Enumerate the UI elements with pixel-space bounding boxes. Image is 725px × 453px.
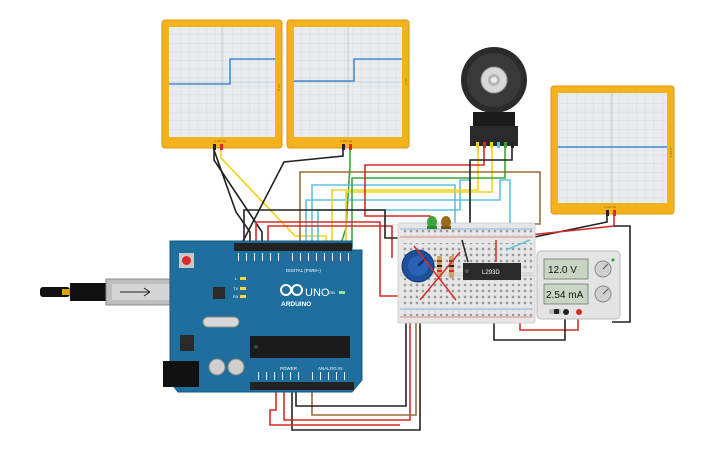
led-orange[interactable] — [441, 216, 451, 229]
power-supply[interactable]: 12.0 V 2.54 mA — [536, 250, 621, 320]
current-knob[interactable] — [594, 285, 612, 303]
oscilloscope-2-scale-label: 10 V — [404, 78, 408, 86]
power-jack[interactable] — [163, 361, 199, 387]
digital-label: DIGITAL (PWM~) — [286, 268, 321, 273]
oscilloscope-2-time-label: 1.00 ms — [340, 139, 353, 143]
l-led — [240, 277, 246, 280]
arduino-logo-icon — [280, 284, 303, 296]
usb-cable — [40, 278, 177, 306]
oscilloscope-1-terminal-pos[interactable] — [220, 144, 223, 150]
digital-header[interactable] — [234, 243, 352, 251]
oscilloscope-1-trace — [169, 58, 275, 85]
motor-connector — [473, 112, 515, 126]
oscilloscope-3-time-label: 1.00 ms — [604, 205, 617, 209]
breadboard-jumpers — [413, 239, 531, 301]
power-analog-header[interactable] — [250, 382, 354, 390]
usb-chip — [213, 287, 225, 299]
wires — [213, 148, 631, 431]
header-pin-marks — [238, 253, 349, 380]
negative-terminal[interactable] — [563, 309, 569, 315]
oscilloscope-1-scale-label: 10 V — [277, 84, 281, 92]
resistor-1[interactable] — [437, 256, 442, 278]
model-label: UNO — [305, 287, 330, 299]
current-display — [543, 283, 589, 305]
voltage-readout: 12.0 V — [548, 265, 577, 276]
capacitor-1 — [208, 358, 226, 376]
l-label: L — [235, 276, 238, 281]
oscilloscope-2[interactable]: 10 V 1.00 ms — [286, 19, 410, 150]
led-green[interactable] — [427, 216, 437, 229]
rx-label: RX — [233, 294, 239, 299]
arduino-uno[interactable]: DIGITAL (PWM~) ARDUINO UNO ON TX RX L PO… — [40, 240, 363, 393]
reset-button[interactable] — [179, 253, 194, 268]
oscilloscope-1-time-label: 1.00 ms — [214, 139, 227, 143]
capacitor-2 — [227, 358, 245, 376]
power-indicator — [611, 258, 615, 262]
tx-label: TX — [233, 286, 238, 291]
oscilloscope-2-trace — [294, 58, 402, 82]
ic-label: L293D — [482, 270, 500, 276]
rx-led — [240, 295, 246, 298]
voltage-regulator — [180, 335, 194, 351]
oscilloscope-1[interactable]: 10 V 1.00 ms — [161, 19, 283, 150]
current-readout: 2.54 mA — [546, 290, 584, 301]
atmega-chip — [250, 336, 350, 358]
oscilloscope-1-terminal-neg[interactable] — [213, 144, 216, 150]
crystal — [202, 316, 240, 328]
oscilloscope-2-terminal-neg[interactable] — [342, 144, 345, 150]
power-label: POWER — [280, 366, 298, 371]
dc-motor-encoder[interactable] — [461, 47, 527, 148]
analog-label: ANALOG IN — [318, 366, 343, 371]
oscilloscope-3[interactable]: 2.00 V 1.00 ms — [550, 85, 675, 216]
on-led — [339, 291, 345, 294]
voltage-knob[interactable] — [594, 260, 612, 278]
on-label: ON — [329, 290, 335, 295]
tx-led — [240, 287, 246, 290]
oscilloscope-3-terminal-pos[interactable] — [613, 210, 616, 216]
brand-label: ARDUINO — [281, 301, 311, 308]
oscilloscope-3-terminal-neg[interactable] — [606, 210, 609, 216]
positive-terminal[interactable] — [576, 309, 582, 315]
potentiometer[interactable] — [401, 249, 435, 283]
voltage-display — [543, 258, 589, 280]
l293d-ic[interactable]: L293D — [463, 263, 521, 280]
motor-pins — [476, 142, 514, 148]
oscilloscope-2-terminal-pos[interactable] — [349, 144, 352, 150]
oscilloscope-3-scale-label: 2.00 V — [669, 148, 673, 159]
